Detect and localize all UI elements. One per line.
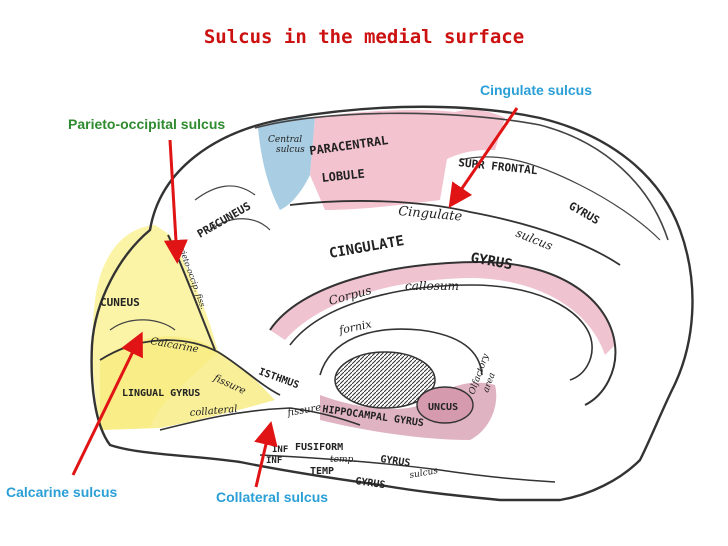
inner-outline <box>254 112 669 241</box>
inferior-temporal-line <box>259 454 556 483</box>
callout-cingulate-sulcus: Cingulate sulcus <box>480 82 593 98</box>
callout-calcarine-sulcus: Calcarine sulcus <box>6 484 118 500</box>
temp-label-2: TEMP <box>310 466 334 477</box>
inf-label-1: INF <box>272 445 288 455</box>
gyrus-top-label: GYRUS <box>567 199 602 227</box>
fissure-label-2: fissure <box>286 402 323 419</box>
cuneus-squiggle <box>109 319 176 331</box>
collateral-label: collateral <box>189 404 238 419</box>
corpus-callosum-inner <box>289 284 593 381</box>
cingulate-sulcus-label-1: Cingulate <box>398 204 463 225</box>
central-sulcus-label-1: Central <box>268 135 302 145</box>
cingulate-sulcus-line <box>289 200 621 266</box>
cingulate-sulcus-label-2: sulcus <box>514 226 555 253</box>
lingual-region <box>100 336 275 430</box>
fornix-curve <box>319 328 483 376</box>
fusiform-gyrus-label: GYRUS <box>380 454 411 469</box>
sup-frontal-label: SUPR FRONTAL <box>458 156 539 177</box>
isthmus-label: ISTHMUS <box>257 366 300 391</box>
lobule-label: LOBULE <box>321 167 366 185</box>
arrow-cingulate <box>448 107 519 208</box>
corpus-callosum-outline <box>269 260 617 406</box>
slide-title: Sulcus in the medial surface <box>203 26 525 48</box>
callosum-label: callosum <box>405 279 459 293</box>
brain-outline <box>90 105 694 502</box>
callout-parieto-occipital-sulcus: Parieto-occipital sulcus <box>68 116 226 132</box>
cingulate-gyrus-label: CINGULATE <box>328 233 405 262</box>
inf-temp-gyrus-label: GYRUS <box>355 476 386 491</box>
fornix-label: fornix <box>337 317 374 337</box>
cingulate-gyrus-label-2: GYRUS <box>469 250 513 273</box>
central-sulcus-label-2: sulcus <box>276 145 305 155</box>
thalamus-hatched-area <box>334 351 436 409</box>
arrow-parieto-occipital <box>163 139 188 264</box>
cuneus-label: CUNEUS <box>100 296 140 309</box>
praecuneus-squiggle <box>194 185 271 231</box>
callout-collateral-sulcus: Collateral sulcus <box>216 489 329 505</box>
praecuneus-label: PRÆCUNEUS <box>195 200 253 241</box>
paracentral-right-pink <box>445 110 505 160</box>
temp-label-1: temp. <box>330 455 356 465</box>
inf-temp-sulcus-label: sulcus <box>409 466 439 481</box>
fusiform-label: FUSIFORM <box>295 442 343 453</box>
arrow-collateral <box>254 421 278 488</box>
collateral-sulcus-line <box>159 407 361 431</box>
inf-label-2: INF <box>266 456 282 466</box>
arrow-calcarine <box>71 331 143 476</box>
superior-frontal-squiggle <box>459 156 661 241</box>
cingulate-band <box>270 262 615 355</box>
central-sulcus-region <box>258 117 315 210</box>
paracentral-region <box>310 110 455 210</box>
lingual-gyrus-label: LINGUAL GYRUS <box>122 388 200 399</box>
uncus-label: UNCUS <box>428 402 458 413</box>
uncus-oval <box>416 386 474 424</box>
